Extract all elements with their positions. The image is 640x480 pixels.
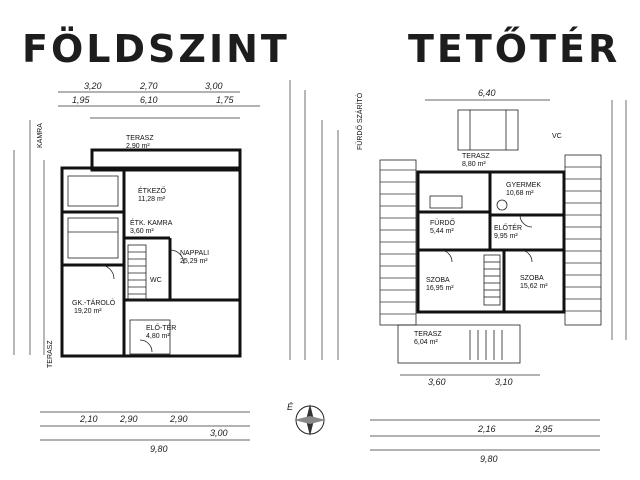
ground-floor-plan: 3,20 2,70 3,00 1,95 6,10 1,75 [13,81,260,454]
at-room-terrace-bottom-label: TERASZ [414,331,442,338]
at-room-child-area: 10,68 m² [506,190,534,197]
gf-side-label-terrace: TERASZ [47,340,54,368]
at-side-label-bath: FÜRDŐ SZÁRÍTÓ [355,92,364,150]
ground-floor-title: FÖLDSZINT [22,27,290,71]
gf-room-garage-area: 19,20 m² [74,308,102,315]
gf-bottom-dim-total: 9,80 [150,444,168,454]
gf-room-pantry-area: 3,60 m² [130,228,154,235]
at-bottom-dim-1: 3,60 [428,377,446,387]
compass-north-label: É [287,402,294,412]
gf-top-dim-3: 3,00 [205,81,223,91]
gf-room-living-area: 25,29 m² [180,258,208,265]
attic-roof-left [379,159,417,326]
gf-top-dim-5: 6,10 [140,95,158,105]
gf-bottom-dim-4: 3,00 [210,428,228,438]
at-room-bath-label: FÜRDŐ [430,218,455,227]
at-top-dim-1: 6,40 [478,88,496,98]
at-room-hall-label: ELŐTÉR [494,223,522,232]
at-room-terrace-top-label: TERASZ [462,153,490,160]
gf-room-hall-label: ELŐ-TÉR [146,323,176,332]
gf-top-dim-6: 1,75 [216,95,235,105]
at-room-child-label: GYERMEK [506,182,541,189]
middle-dimension-column [289,80,339,360]
at-room-hall-area: 9,95 m² [494,233,518,240]
at-room-terrace-bottom-area: 6,04 m² [414,339,438,346]
gf-room-terrace-area: 2,90 m² [126,143,150,150]
at-side-label-vc: VC [552,133,562,140]
gf-bottom-dim-1: 2,10 [79,414,98,424]
attic-title: TETŐTÉR [408,27,621,71]
gf-room-dining-label: ÉTKEZŐ [138,186,167,195]
at-room-terrace-top-area: 8,80 m² [462,161,486,168]
gf-room-wc-label: WC [150,277,162,284]
at-bottom-dim-4: 2,95 [534,424,554,434]
at-room-bed2-label: SZOBA [520,275,544,282]
gf-side-label-pantry: KAMRA [37,123,44,148]
attic-stairs [483,254,501,306]
gf-room-garage-label: GK.-TÁROLÓ [72,298,116,307]
gf-top-dim-4: 1,95 [72,95,91,105]
gf-room-pantry-label: ÉTK. KAMRA [130,218,173,227]
at-bottom-dim-2: 3,10 [495,377,513,387]
compass-icon: É [287,402,326,436]
at-room-bed2-area: 15,62 m² [520,283,548,290]
attic-roof-right [564,154,602,326]
gf-top-dim-1: 3,20 [84,81,102,91]
gf-bottom-dim-2: 2,90 [119,414,138,424]
gf-room-hall-area: 4,80 m² [146,333,170,340]
gf-bottom-dim-3: 2,90 [169,414,188,424]
gf-stairs [127,244,147,301]
at-room-bath-area: 5,44 m² [430,228,454,235]
gf-top-dim-2: 2,70 [139,81,158,91]
gf-room-living-label: NAPPALI [180,250,209,257]
at-bottom-dim-3: 2,16 [477,424,496,434]
at-room-bed1-area: 16,95 m² [426,285,454,292]
gf-room-terrace-label: TERASZ [126,135,154,142]
gf-room-dining-area: 11,28 m² [138,196,166,203]
attic-plan: 6,40 [355,88,627,464]
at-room-bed1-label: SZOBA [426,277,450,284]
at-bottom-dim-total: 9,80 [480,454,498,464]
